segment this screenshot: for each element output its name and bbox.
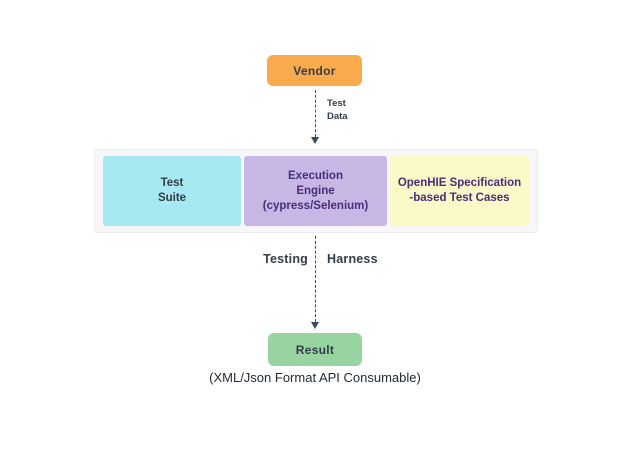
openhie-label-line1: OpenHIE Specification bbox=[397, 177, 522, 189]
vendor-node: Vendor bbox=[267, 55, 362, 86]
vendor-to-harness-arrow-line bbox=[315, 90, 316, 137]
test-data-edge-label-line1: Test bbox=[327, 98, 346, 109]
vendor-node-label: Vendor bbox=[293, 63, 336, 78]
result-format-caption: (XML/Json Format API Consumable) bbox=[209, 370, 421, 385]
execution-engine-label-line2: Engine bbox=[296, 184, 335, 197]
execution-engine-node: Execution Engine (cypress/Selenium) bbox=[244, 156, 387, 226]
testing-harness-container: Test Suite Execution Engine (cypress/Sel… bbox=[94, 149, 538, 233]
test-suite-label-line1: Test bbox=[160, 177, 184, 189]
test-suite-label-line2: Suite bbox=[157, 192, 187, 204]
test-data-edge-label: Test Data bbox=[327, 97, 348, 123]
test-suite-node: Test Suite bbox=[103, 156, 241, 226]
execution-engine-label-line3: (cypress/Selenium) bbox=[262, 199, 369, 212]
openhie-test-cases-node: OpenHIE Specification -based Test Cases bbox=[390, 156, 529, 226]
openhie-label-line2: -based Test Cases bbox=[409, 192, 510, 204]
test-data-edge-label-line2: Data bbox=[327, 111, 348, 122]
testing-label: Testing bbox=[263, 252, 308, 266]
vendor-to-harness-arrowhead-icon bbox=[311, 137, 319, 144]
result-node-label: Result bbox=[295, 342, 335, 357]
harness-label: Harness bbox=[327, 252, 378, 266]
execution-engine-label-line1: Execution bbox=[288, 169, 343, 182]
harness-to-result-arrowhead-icon bbox=[311, 322, 319, 329]
harness-to-result-arrow-line bbox=[315, 236, 316, 322]
result-node: Result bbox=[268, 333, 362, 366]
